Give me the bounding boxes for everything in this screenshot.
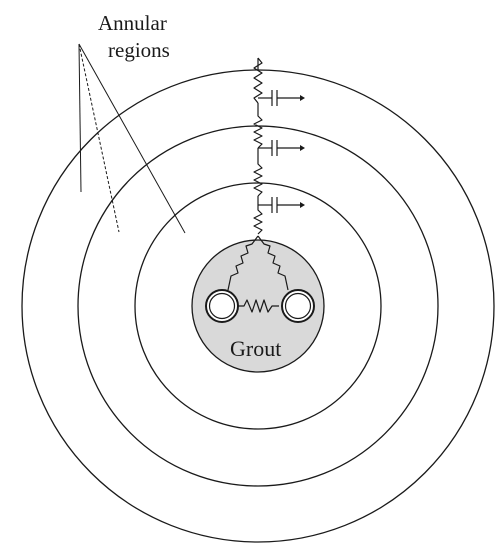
capacitor-3 (258, 197, 305, 213)
annular-leader-lines (78, 43, 186, 234)
annular-label-line2: regions (108, 38, 170, 62)
annular-label-line1: Annular (98, 11, 167, 35)
radial-resistor-chain (253, 57, 263, 235)
grout-delta-network (227, 235, 289, 313)
capacitor-2 (258, 140, 305, 156)
grout-label: Grout (230, 336, 281, 361)
capacitor-1 (258, 90, 305, 106)
inner-annular-ring (134, 182, 382, 430)
right-pipe (281, 289, 315, 323)
left-pipe (205, 289, 239, 323)
